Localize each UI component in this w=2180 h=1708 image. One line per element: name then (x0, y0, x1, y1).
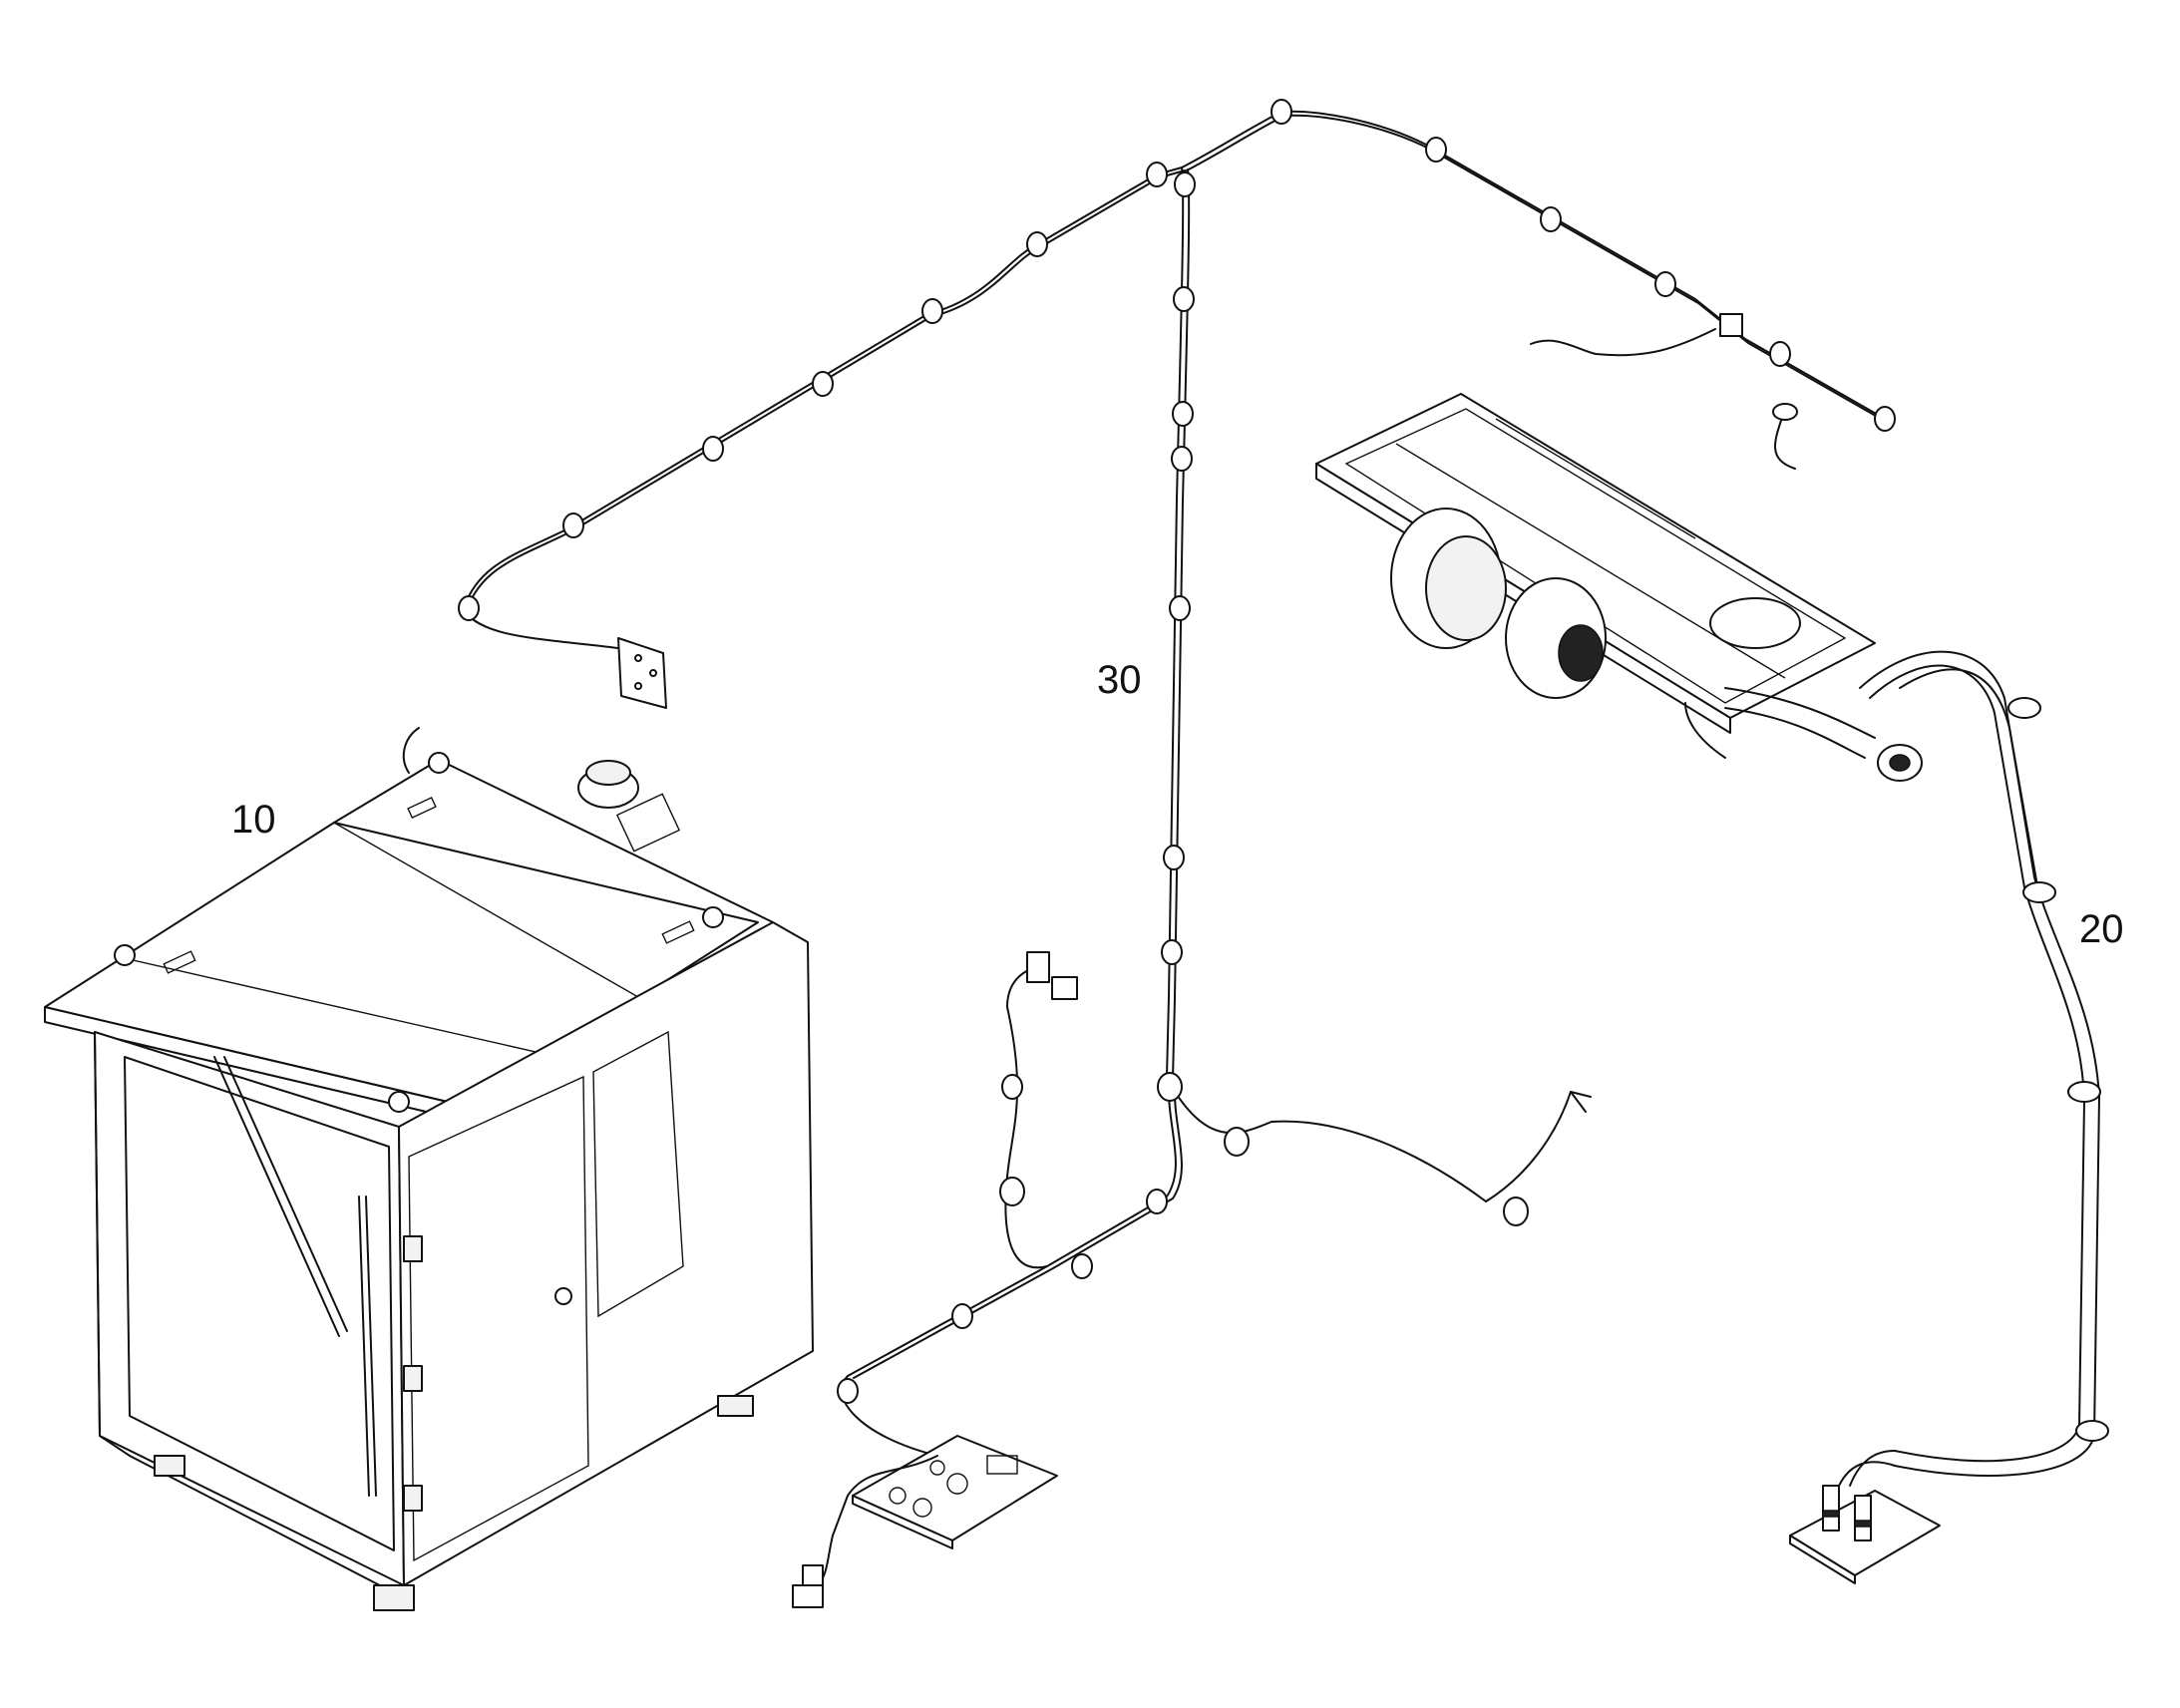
wiring-harness (458, 99, 1896, 1608)
hvac-unit (1315, 393, 1923, 782)
cab-assembly (44, 727, 814, 1611)
callout-cab: 10 (231, 798, 276, 842)
hose-assembly (1789, 650, 2109, 1584)
callout-wiring-harness: 30 (1097, 658, 1142, 702)
callout-hose-assembly: 20 (2079, 907, 2124, 951)
harness-clips (458, 99, 1896, 1404)
